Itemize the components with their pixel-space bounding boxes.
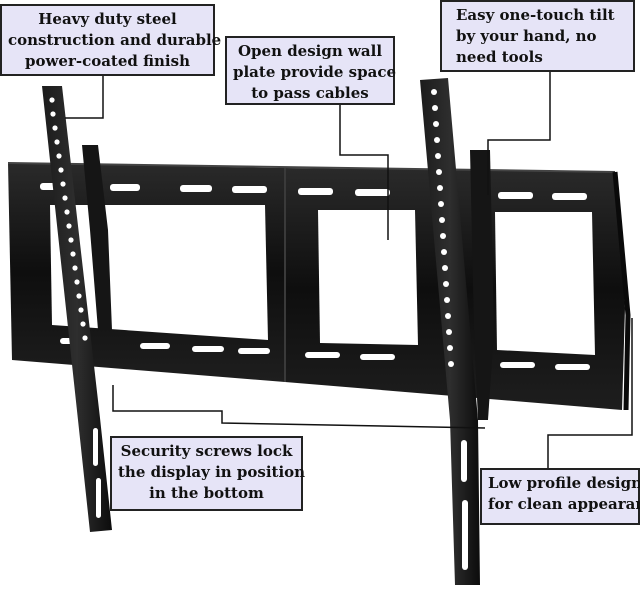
callout-line: Security screws lock bbox=[120, 442, 293, 460]
callout-line: the display in position bbox=[118, 463, 306, 481]
callout-line: Easy one-touch tilt bbox=[456, 6, 615, 24]
callout-line: in the bottom bbox=[149, 484, 264, 502]
callout-one-touch-tilt: Easy one-touch tilt by your hand, no nee… bbox=[440, 0, 635, 72]
left-mounting-arm bbox=[42, 86, 112, 532]
callout-line: Heavy duty steel bbox=[38, 10, 177, 28]
callout-security-screws: Security screws lock the display in posi… bbox=[110, 436, 306, 511]
callout-line: power-coated finish bbox=[25, 52, 190, 70]
callout-line: construction and durable bbox=[8, 31, 222, 49]
callout-steel-construction: Heavy duty steel construction and durabl… bbox=[0, 4, 222, 76]
callout-line: by your hand, no bbox=[456, 27, 597, 45]
callout-line: plate provide space bbox=[233, 63, 396, 81]
leader-lines bbox=[65, 72, 633, 468]
callout-line: need tools bbox=[456, 48, 543, 66]
callout-line: Open design wall bbox=[237, 42, 383, 60]
callout-line: for clean appearance bbox=[488, 495, 640, 513]
callout-open-wall-plate: Open design wall plate provide space to … bbox=[225, 36, 396, 105]
callout-low-profile: Low profile design for clean appearance bbox=[480, 468, 640, 525]
right-mounting-arm bbox=[420, 78, 494, 585]
callout-line: Low profile design bbox=[488, 474, 640, 492]
plate-right-edge bbox=[612, 171, 631, 411]
callout-line: to pass cables bbox=[251, 84, 369, 102]
